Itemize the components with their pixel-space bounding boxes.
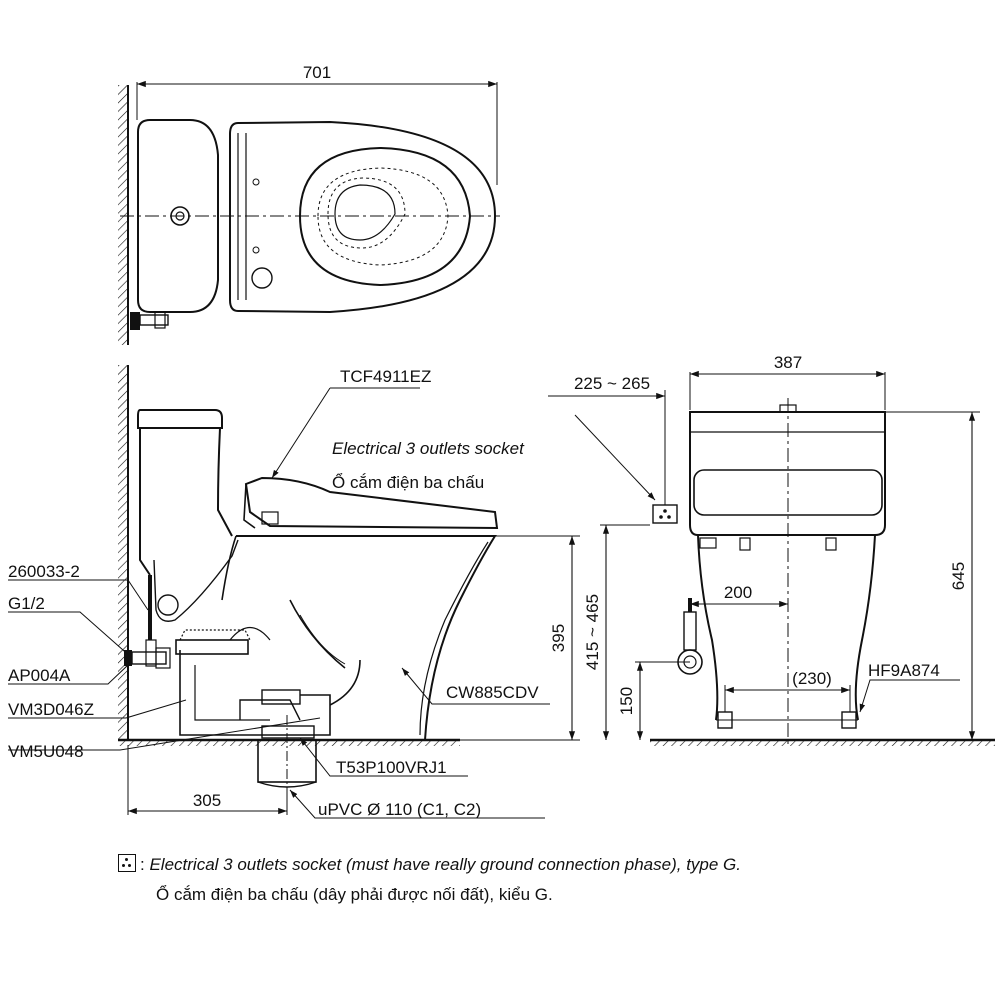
- side-view: [8, 365, 650, 819]
- socket-symbol-icon: [659, 509, 671, 519]
- part-drain-kit: VM5U048: [8, 742, 84, 761]
- dim-seat-height-front: 395: [549, 624, 568, 652]
- legend-text-vi: Ổ cắm điện ba chấu (dây phải được nối đấ…: [156, 885, 553, 904]
- socket-label-vi: Ổ cắm điện ba chấu: [332, 473, 484, 492]
- legend-text-en: Electrical 3 outlets socket (must have r…: [149, 855, 741, 874]
- dim-socket-offset: 225 ~ 265: [574, 374, 650, 393]
- rear-view: [548, 370, 995, 746]
- dim-total-height: 645: [949, 562, 968, 590]
- part-thread: G1/2: [8, 594, 45, 613]
- dim-top-length: 701: [303, 63, 331, 82]
- part-bowl: CW885CDV: [446, 683, 539, 702]
- legend-separator: :: [140, 855, 145, 874]
- part-bolts: HF9A874: [868, 661, 940, 680]
- dim-rear-width: 387: [774, 353, 802, 372]
- dim-side-depth: 305: [193, 791, 221, 810]
- dim-supply-height: 150: [617, 687, 636, 715]
- legend-row-en: : Electrical 3 outlets socket (must have…: [118, 850, 988, 880]
- top-view: [118, 80, 500, 345]
- socket-legend-icon: [118, 854, 136, 872]
- part-flange: T53P100VRJ1: [336, 758, 447, 777]
- part-valve: AP004A: [8, 666, 71, 685]
- legend: : Electrical 3 outlets socket (must have…: [118, 850, 988, 910]
- dim-seat-height-range: 415 ~ 465: [583, 594, 602, 670]
- dim-bolt-spacing: (230): [792, 669, 832, 688]
- part-pipe: uPVC Ø 110 (C1, C2): [318, 800, 481, 819]
- socket-label-en: Electrical 3 outlets socket: [332, 439, 525, 458]
- part-hose: 260033-2: [8, 562, 80, 581]
- dim-supply-offset: 200: [724, 583, 752, 602]
- part-seat: TCF4911EZ: [340, 367, 431, 386]
- part-flush-valve: VM3D046Z: [8, 700, 94, 719]
